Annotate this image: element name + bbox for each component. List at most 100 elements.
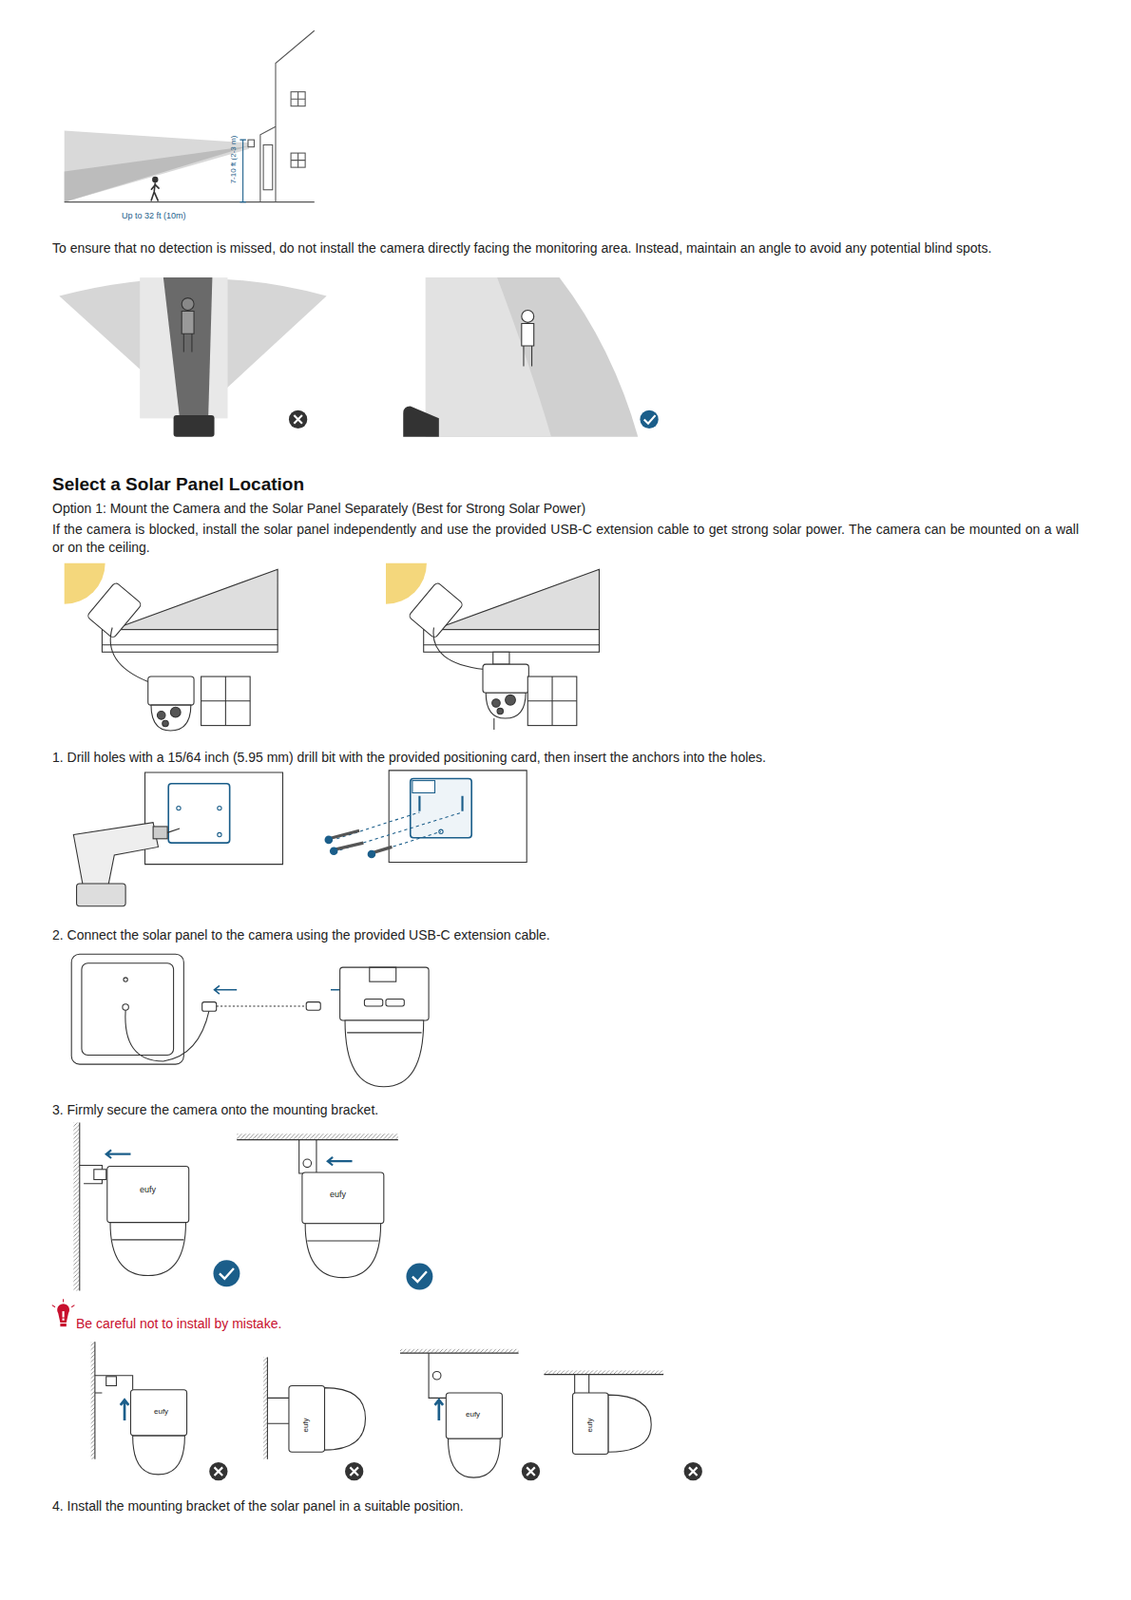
mount-mistake-figure-part [400, 1353, 519, 1355]
warning-icon-part [62, 1319, 65, 1322]
mount-mistake-figure-part [689, 1467, 698, 1477]
option-paragraph: If the camera is blocked, install the so… [52, 520, 1079, 557]
separate-mount-figure-part [493, 718, 495, 730]
mount-correct-figure-part [405, 1264, 433, 1291]
separate-mount-figure-part [151, 705, 192, 731]
separate-mount-figure-part [423, 630, 600, 653]
drill-figure-part [217, 805, 222, 810]
correct-angle-figure-part [521, 323, 535, 366]
mount-correct-figure-part [236, 1139, 399, 1141]
mount-mistake-figure-part [345, 1462, 364, 1481]
height-range-figure-part [290, 92, 306, 107]
separate-mount-figure-part [493, 651, 510, 665]
height-range-figure-part [290, 92, 306, 107]
cable-figure-part [214, 985, 238, 995]
separate-mount-figure-part [385, 563, 427, 605]
range-dimension: Up to 32 ft (10m) [121, 210, 187, 222]
separate-mount-figure-part [527, 676, 577, 727]
cable-figure-part [81, 963, 174, 1056]
height-range-figure-part [239, 139, 246, 203]
mount-mistake-figure-part [133, 1436, 186, 1476]
separate-mount-figure-part [485, 692, 526, 719]
drill-figure-part [419, 796, 462, 812]
mount-mistake-figure-part [428, 1353, 446, 1399]
note-paragraph: To ensure that no detection is missed, d… [52, 239, 1079, 258]
wrong-angle-figure-part [181, 311, 194, 353]
mount-correct-figure-part [299, 1140, 317, 1174]
height-range-figure-part [64, 130, 250, 202]
mount-mistake-figure-part [325, 1388, 366, 1452]
drill-figure-part [176, 805, 181, 810]
height-range-figure-part [290, 153, 306, 168]
section-heading: Select a Solar Panel Location [52, 472, 305, 497]
drill-figure-part [73, 823, 158, 891]
mount-mistake-figure-part [543, 1374, 664, 1376]
separate-mount-figure [64, 563, 600, 731]
brand-logo: eufy [465, 1410, 480, 1420]
drill-figure-part [325, 836, 334, 845]
step-text: 4. Install the mounting bracket of the s… [52, 1497, 464, 1516]
wrong-angle-figure-part [173, 415, 215, 438]
mount-mistake-figure-part [447, 1438, 500, 1478]
mount-mistake-figure-part [263, 1357, 268, 1459]
cable-figure-part [340, 967, 429, 1021]
mount-correct-figure-part [303, 1159, 312, 1169]
drill-figure-part [328, 830, 393, 854]
mount-mistake-figure-part [95, 1376, 134, 1394]
drill-figure-part [412, 781, 436, 794]
drill-figure-part [167, 828, 180, 833]
cable-figure-part [306, 1002, 321, 1012]
height-range-figure-part [260, 126, 276, 202]
mount-mistake-figure-part [120, 1400, 130, 1421]
option-heading: Option 1: Mount the Camera and the Solar… [52, 499, 586, 518]
drill-figure-part [153, 826, 168, 840]
height-range-figure-part [151, 182, 160, 201]
drill-figure-part [168, 784, 230, 844]
step-text: 2. Connect the solar panel to the camera… [52, 926, 551, 945]
step-text: 1. Drill holes with a 15/64 inch (5.95 m… [52, 748, 767, 767]
correct-angle-figure-part [521, 309, 535, 323]
mount-mistake-figure-part [432, 1371, 441, 1381]
mount-mistake-figure-part [106, 1377, 117, 1387]
warning-icon [52, 1299, 76, 1327]
wrong-angle-figure-part [288, 410, 307, 429]
drill-figure-part [76, 883, 127, 907]
mount-correct-figure-part [236, 1133, 399, 1140]
separate-mount-figure-part [110, 627, 149, 682]
warning-icon-part [57, 1303, 70, 1323]
brand-logo: eufy [301, 1418, 311, 1433]
wrong-angle-figure-part [293, 415, 303, 424]
mount-correct-figure-part [94, 1169, 107, 1181]
cable-figure-part [202, 1002, 217, 1013]
height-dimension: 7-10 ft (2-3 m) [229, 135, 239, 185]
separate-mount-figure-part [86, 581, 142, 639]
cable-figure-part [346, 1032, 422, 1034]
separate-mount-figure-part [101, 644, 278, 646]
wrong-angle-figure-part [58, 278, 326, 420]
mount-correct-figure-part [212, 1260, 240, 1287]
height-range-figure-part [64, 146, 250, 203]
height-range-figure-part [152, 176, 158, 183]
mount-mistake-figure-part [526, 1467, 536, 1477]
mount-mistake-figure-part [445, 1393, 502, 1439]
drill-figure-part [217, 832, 222, 837]
mount-correct-figure-part [107, 1167, 190, 1224]
cable-figure-part [345, 1020, 424, 1088]
mount-mistake-figure-part [349, 1467, 359, 1477]
mount-correct-figure-part [110, 1223, 186, 1277]
wrong-angle-figure [58, 277, 326, 438]
correct-angle-figure-part [425, 277, 638, 438]
mount-correct-figure-part [302, 1172, 384, 1225]
height-range-figure-part [290, 153, 306, 168]
separate-mount-figure-part [497, 708, 503, 714]
cable-figure-part [123, 977, 128, 982]
drill-figure-part [367, 850, 377, 860]
mount-correct-figure-part [78, 1122, 80, 1291]
mount-mistake-figure [91, 1341, 703, 1481]
drill-figure-part [329, 846, 339, 856]
cable-figure-part [125, 1010, 210, 1062]
mount-correct-figure-part [219, 1268, 234, 1280]
correct-angle-figure-part [425, 277, 552, 438]
height-range-figure-part [248, 139, 254, 148]
mount-mistake-figure-part [94, 1341, 96, 1460]
